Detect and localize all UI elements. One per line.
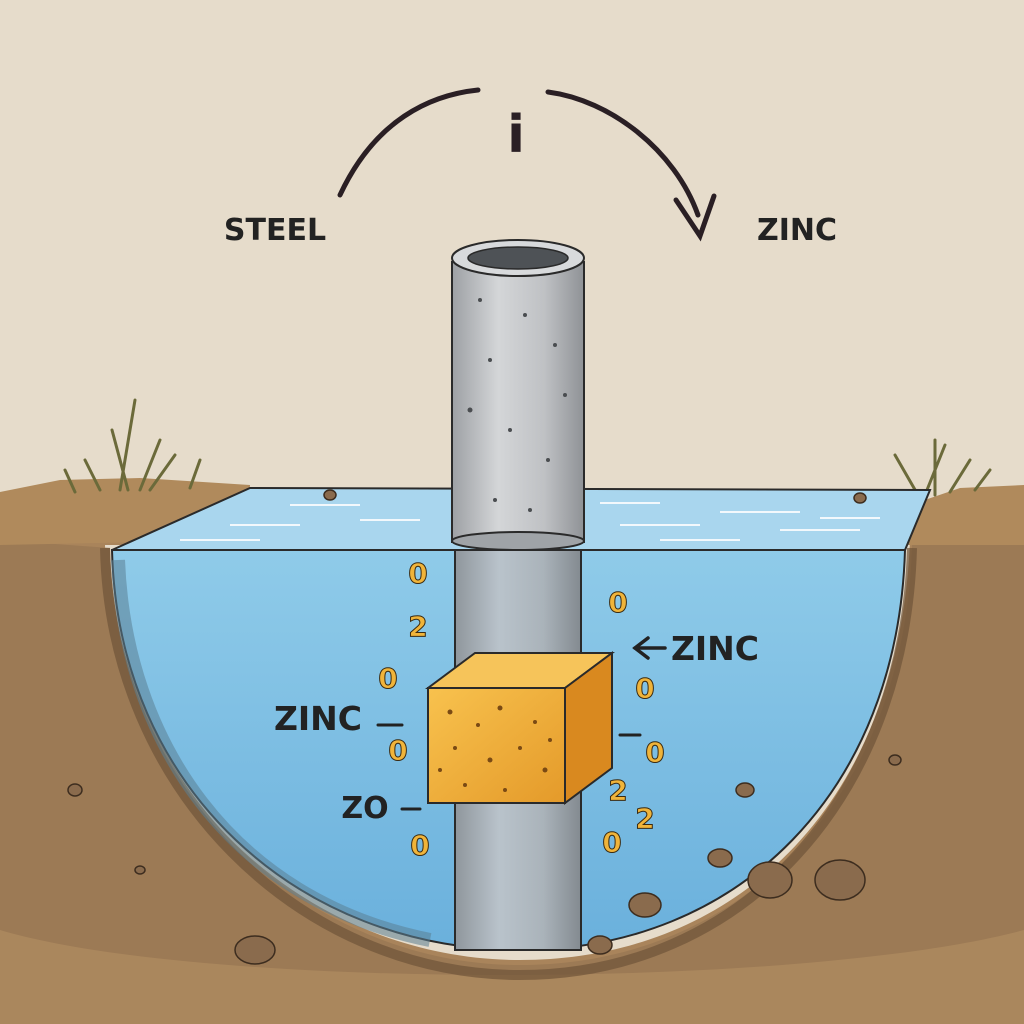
- ion-marker: 2: [608, 774, 627, 807]
- zinc-label-left: ZINC: [274, 699, 362, 738]
- electron-flow-arrow: [337, 87, 717, 242]
- zo-label: ZO: [341, 791, 388, 826]
- leader-lines: [376, 723, 642, 811]
- ion-marker: 0: [602, 826, 621, 859]
- zinc-anode-block: [424, 651, 616, 805]
- steel-label: STEEL: [224, 213, 326, 248]
- grass-right: [893, 438, 992, 497]
- zinc-label-top: ZINC: [757, 213, 837, 248]
- ion-marker: 2: [635, 802, 654, 835]
- ion-marker: 0: [608, 586, 627, 619]
- ion-marker: 0: [378, 662, 397, 695]
- ion-marker: 0: [410, 829, 429, 862]
- ion-marker: 0: [645, 736, 664, 769]
- steel-pipe: [451, 239, 585, 551]
- ion-marker: 2: [408, 610, 427, 643]
- ion-marker: 0: [388, 734, 407, 767]
- ion-marker: 0: [408, 557, 427, 590]
- pebbles: [67, 489, 902, 965]
- zinc-pointer-arrow: [632, 636, 667, 660]
- zinc-label-right: ZINC: [671, 629, 759, 668]
- grass-left: [63, 398, 202, 494]
- top-symbol: i: [507, 105, 525, 165]
- water-ripples: [180, 502, 880, 541]
- ion-marker: 0: [635, 672, 654, 705]
